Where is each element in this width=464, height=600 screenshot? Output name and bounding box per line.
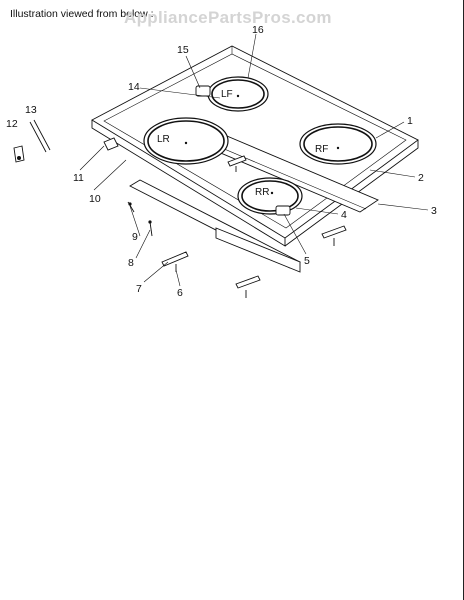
callout-9: 9: [132, 231, 138, 243]
callout-2: 2: [418, 172, 424, 184]
callout-4: 4: [341, 209, 347, 221]
leader-lines: [79, 33, 429, 287]
support-rail: [129, 179, 301, 273]
burner-label-rr: RR: [255, 187, 269, 198]
terminal-block-lf: [195, 85, 211, 97]
burner-label-lf: LF: [221, 89, 233, 100]
callout-11: 11: [73, 172, 84, 184]
burner-rf: RF: [299, 123, 377, 165]
clip-part6: [161, 251, 189, 272]
screw-part9: [127, 201, 135, 213]
callout-labels: 1 2 3 4 5 6 7 8 9 10 11 12 13 14 15 16: [6, 24, 437, 299]
burner-rr: RR: [237, 177, 303, 216]
callout-13: 13: [25, 104, 37, 116]
callout-1: 1: [407, 115, 413, 127]
callout-3: 3: [431, 205, 437, 217]
callout-10: 10: [89, 193, 101, 205]
clip-part11: [103, 137, 119, 151]
callout-6: 6: [177, 287, 183, 299]
callout-5: 5: [304, 255, 310, 267]
illustration-caption: Illustration viewed from below :: [10, 8, 154, 20]
callout-7: 7: [136, 283, 142, 295]
clip-bottom: [235, 275, 261, 298]
clip-near-lf: [227, 155, 247, 172]
callout-15: 15: [177, 44, 189, 56]
burner-lr: LR: [143, 117, 229, 165]
callout-12: 12: [6, 118, 18, 130]
callout-14: 14: [128, 81, 140, 93]
terminal-block-rr: [275, 205, 291, 216]
callout-16: 16: [252, 24, 264, 36]
watermark-logo: AppliancePartsPros.com: [124, 8, 332, 27]
clip-right: [321, 225, 347, 246]
burner-label-rf: RF: [315, 144, 328, 155]
callout-8: 8: [128, 257, 134, 269]
burner-lf: LF: [195, 76, 269, 112]
screw-part8: [148, 220, 153, 237]
bracket-clip-part13: [29, 119, 51, 153]
burner-label-lr: LR: [157, 134, 170, 145]
connector-part12: [13, 145, 25, 163]
